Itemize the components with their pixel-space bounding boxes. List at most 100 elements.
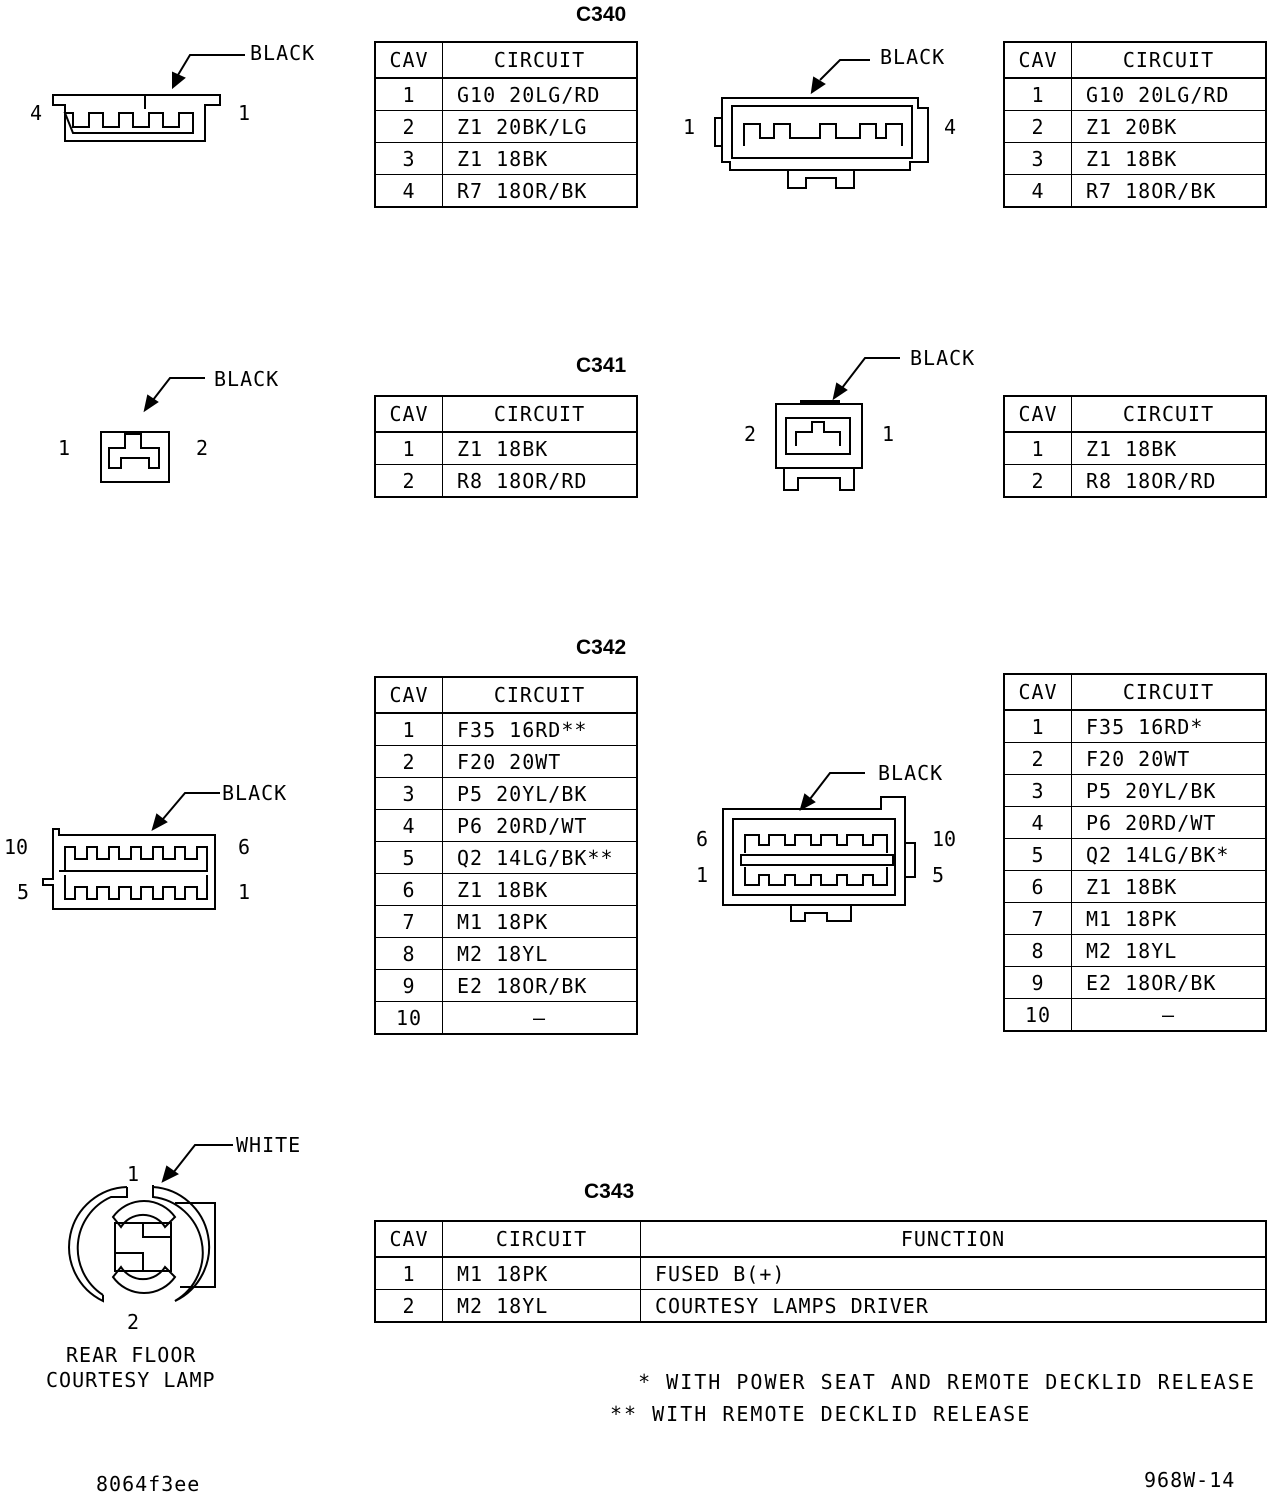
cav-cell: 3 <box>374 142 443 175</box>
circuit-cell: Q2 14LG/BK* <box>1071 838 1267 871</box>
c341-right-color-label: BLACK <box>910 346 976 370</box>
footer-right-code: 968W-14 <box>1144 1468 1236 1492</box>
circuit-cell: F35 16RD** <box>442 712 638 746</box>
circuit-cell: Z1 18BK <box>1071 870 1267 903</box>
cav-cell: 2 <box>374 745 443 778</box>
circuit-cell: G10 20LG/RD <box>442 77 638 111</box>
table-row: 10– <box>374 1001 638 1035</box>
cav-cell: 1 <box>374 431 443 465</box>
circuit-cell: Z1 18BK <box>442 431 638 465</box>
function-cell: COURTESY LAMPS DRIVER <box>640 1289 1267 1323</box>
cav-cell: 2 <box>374 110 443 143</box>
c340-left-pin-4: 4 <box>30 101 43 125</box>
footer-left-code: 8064f3ee <box>96 1472 201 1496</box>
cav-header: CAV <box>1003 395 1072 433</box>
cav-header: CAV <box>374 41 443 79</box>
c342-title: C342 <box>576 636 627 659</box>
cav-header: CAV <box>374 1220 443 1258</box>
c341-left-pin-2: 2 <box>196 436 209 460</box>
c340-right-pin-4: 4 <box>944 115 957 139</box>
c341-left-color-label: BLACK <box>214 367 280 391</box>
cav-cell: 4 <box>374 174 443 208</box>
component-name-line1: REAR FLOOR <box>66 1343 197 1367</box>
c341-title: C341 <box>576 354 627 377</box>
cav-cell: 6 <box>1003 870 1072 903</box>
cav-cell: 3 <box>374 777 443 810</box>
cav-cell: 2 <box>374 1289 443 1323</box>
cav-cell: 2 <box>1003 742 1072 775</box>
c340-right-pin-1: 1 <box>683 115 696 139</box>
cav-cell: 1 <box>1003 77 1072 111</box>
circuit-header: CIRCUIT <box>442 1220 641 1258</box>
cav-cell: 2 <box>1003 464 1072 498</box>
c343-title: C343 <box>584 1180 635 1203</box>
cav-cell: 5 <box>1003 838 1072 871</box>
c342-left-pin-10: 10 <box>4 835 29 859</box>
c342-left-pin-5: 5 <box>17 880 30 904</box>
cav-cell: 8 <box>1003 934 1072 967</box>
cav-cell: 1 <box>374 1256 443 1290</box>
component-name-line2: COURTESY LAMP <box>46 1368 216 1392</box>
c342-left-pin-1: 1 <box>238 880 251 904</box>
function-cell: FUSED B(+) <box>640 1256 1267 1290</box>
circuit-cell: P5 20YL/BK <box>1071 774 1267 807</box>
c343-pin-2: 2 <box>127 1310 140 1334</box>
circuit-cell: Z1 18BK <box>1071 431 1267 465</box>
c341-right-pin-2: 2 <box>744 422 757 446</box>
c342-right-pin-6: 6 <box>696 827 709 851</box>
circuit-cell: F20 20WT <box>442 745 638 778</box>
c341-right-connector-drawing <box>775 357 900 491</box>
circuit-header: CIRCUIT <box>442 676 638 714</box>
cav-cell: 2 <box>1003 110 1072 143</box>
circuit-cell: Z1 18BK <box>1071 142 1267 175</box>
c342-left-connector-drawing <box>42 792 220 910</box>
cav-cell: 7 <box>374 905 443 938</box>
circuit-header: CIRCUIT <box>442 41 638 79</box>
circuit-cell: M2 18YL <box>442 1289 641 1323</box>
circuit-cell: Z1 20BK/LG <box>442 110 638 143</box>
cav-header: CAV <box>374 395 443 433</box>
circuit-header: CIRCUIT <box>1071 673 1267 711</box>
circuit-cell: Z1 18BK <box>442 873 638 906</box>
cav-cell: 1 <box>1003 431 1072 465</box>
leader-line <box>177 54 245 76</box>
c342-right-pin-5: 5 <box>932 863 945 887</box>
circuit-cell: M2 18YL <box>1071 934 1267 967</box>
circuit-cell: G10 20LG/RD <box>1071 77 1267 111</box>
circuit-cell: Q2 14LG/BK** <box>442 841 638 874</box>
cav-cell: 4 <box>1003 174 1072 208</box>
c340-left-connector-drawing <box>52 54 245 142</box>
cav-cell: 5 <box>374 841 443 874</box>
c341-left-pin-1: 1 <box>58 436 71 460</box>
c340-right-connector-drawing <box>714 59 929 189</box>
cav-cell: 10 <box>1003 998 1072 1032</box>
cav-cell: 8 <box>374 937 443 970</box>
c342-right-pin-10: 10 <box>932 827 957 851</box>
cav-cell: 4 <box>1003 806 1072 839</box>
cav-cell: 3 <box>1003 142 1072 175</box>
table-row: 1 M1 18PK FUSED B(+) <box>374 1256 1267 1290</box>
c343-connector-drawing <box>68 1144 233 1303</box>
cav-cell: 4 <box>374 809 443 842</box>
circuit-cell: P6 20RD/WT <box>1071 806 1267 839</box>
cav-header: CAV <box>374 676 443 714</box>
